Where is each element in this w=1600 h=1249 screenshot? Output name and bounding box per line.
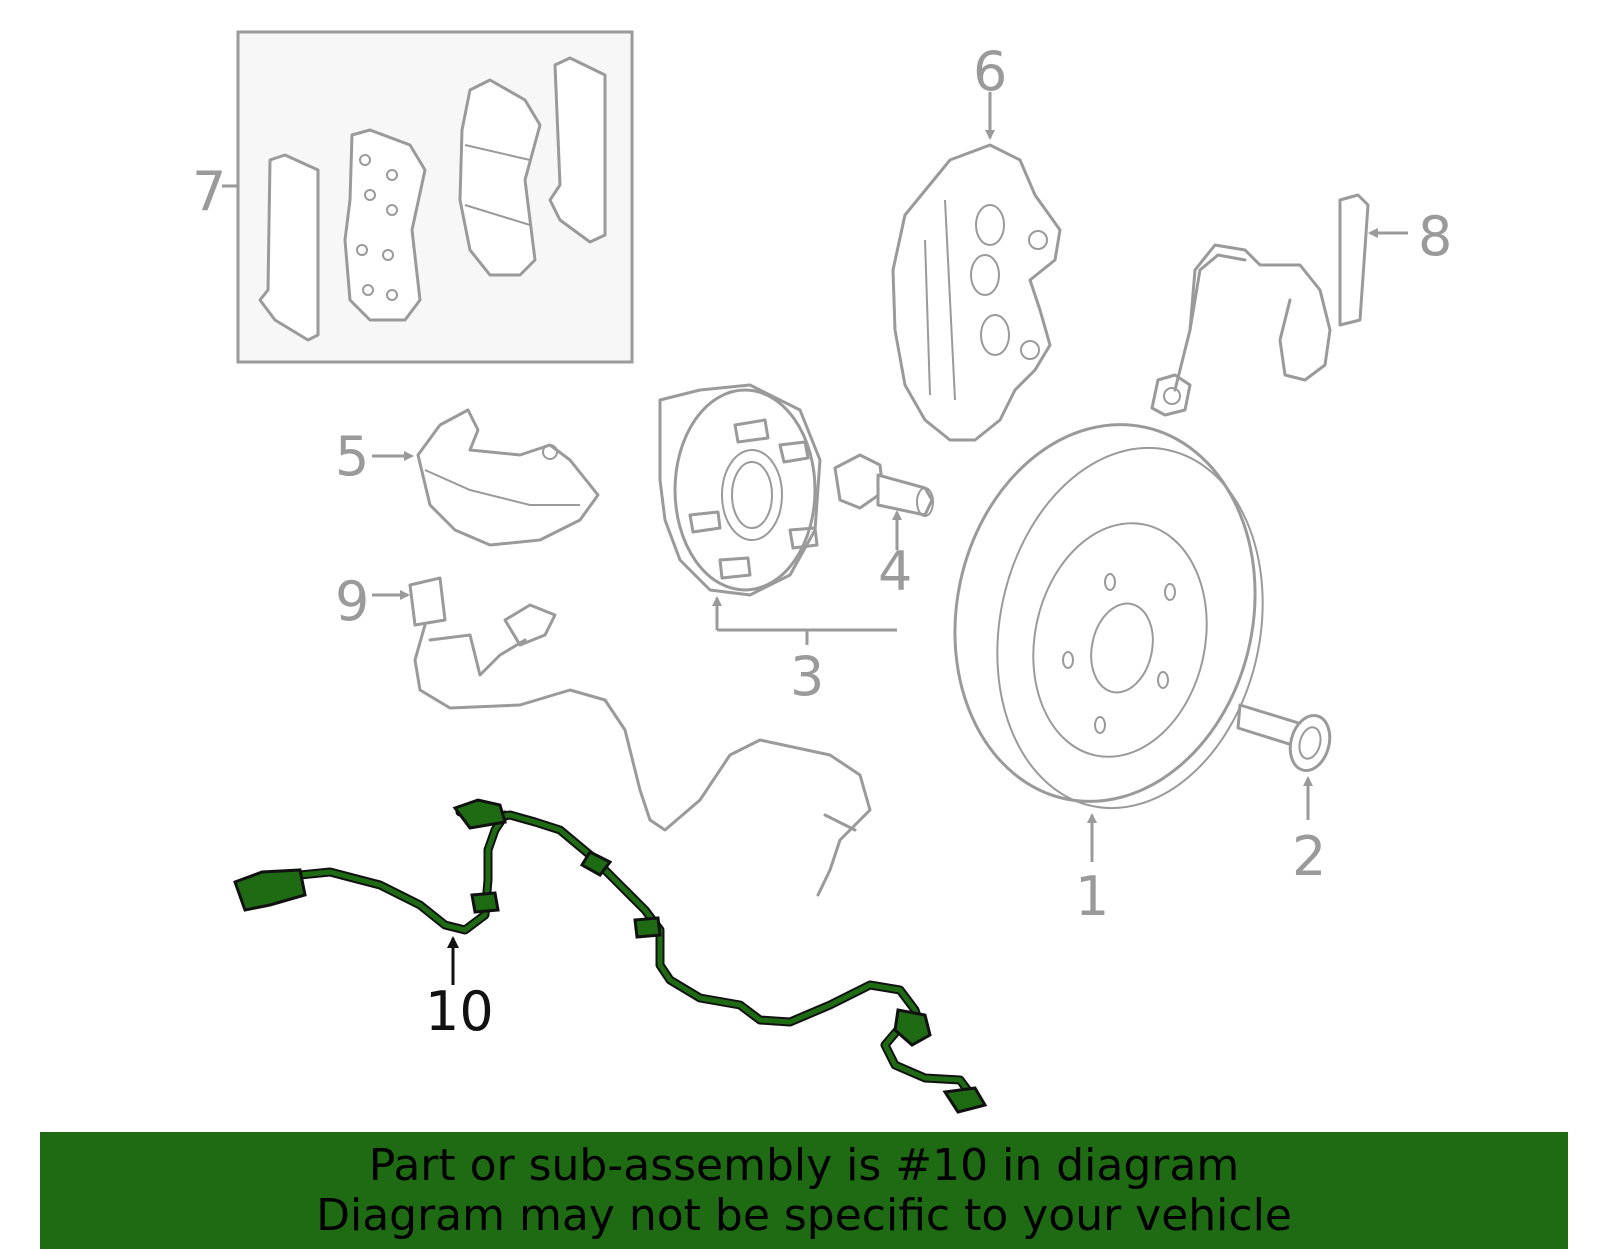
callout-2: 2 bbox=[1292, 825, 1326, 888]
callout-8: 8 bbox=[1418, 205, 1452, 268]
callout-9: 9 bbox=[335, 570, 369, 633]
brake-caliper bbox=[891, 92, 1062, 442]
info-banner: Part or sub-assembly is #10 in diagram D… bbox=[40, 1132, 1568, 1249]
front-sensor-wire bbox=[372, 576, 872, 897]
splash-shield bbox=[372, 408, 600, 547]
hub-assembly bbox=[658, 383, 897, 645]
banner-line-disclaimer: Diagram may not be specific to your vehi… bbox=[316, 1189, 1292, 1241]
wheel-speed-sensor-harness bbox=[233, 798, 988, 1114]
brake-pad-set bbox=[222, 30, 634, 364]
banner-line-part: Part or sub-assembly is #10 in diagram bbox=[368, 1139, 1240, 1191]
callout-3: 3 bbox=[790, 645, 824, 708]
callout-7: 7 bbox=[192, 160, 226, 223]
brake-rotor bbox=[953, 423, 1264, 862]
callout-6: 6 bbox=[973, 40, 1007, 103]
rotor-screw bbox=[1236, 703, 1332, 820]
callout-5: 5 bbox=[335, 425, 369, 488]
callout-1: 1 bbox=[1075, 865, 1109, 928]
hub-bolt bbox=[833, 453, 934, 550]
callout-10: 10 bbox=[425, 980, 494, 1043]
callout-4: 4 bbox=[878, 540, 912, 603]
brake-hose bbox=[1150, 193, 1408, 417]
